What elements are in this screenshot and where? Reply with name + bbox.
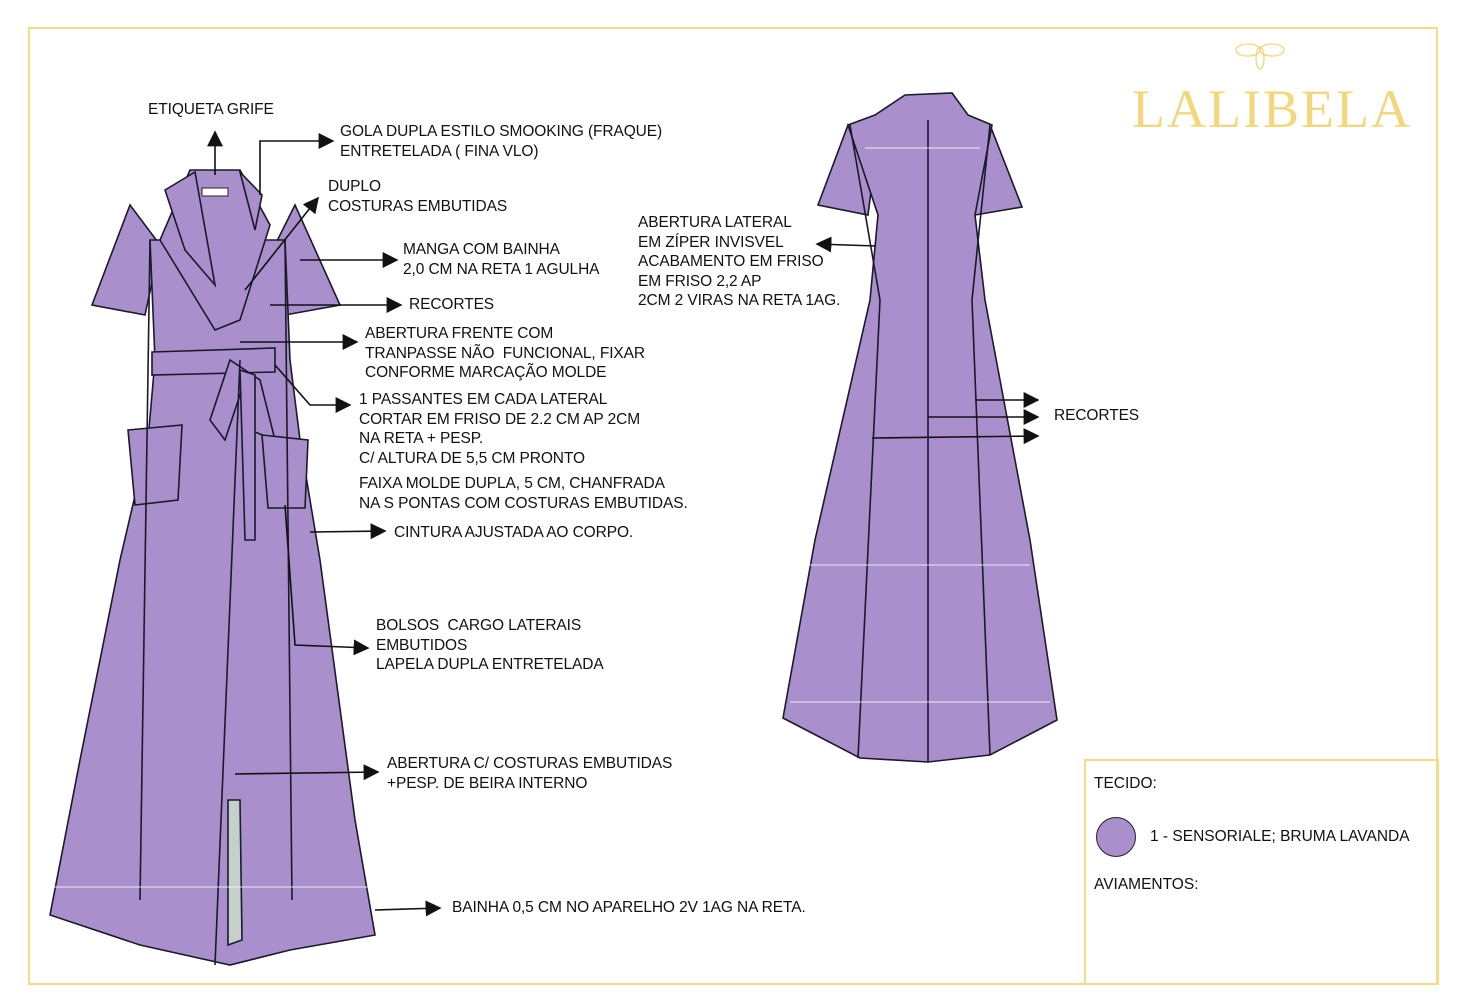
belt-tail <box>239 368 256 541</box>
note-belt: FAIXA MOLDE DUPLA, 5 CM, CHANFRADA NA S P… <box>359 474 688 513</box>
note-line: 2CM 2 VIRAS NA RETA 1AG. <box>638 292 841 309</box>
note-line: C/ ALTURA DE 5,5 CM PRONTO <box>359 449 585 467</box>
front-opening-line <box>214 359 241 966</box>
note-line: BOLSOS CARGO LATERAIS <box>376 617 582 634</box>
note-line: CORTAR EM FRISO DE 2.2 CM AP 2CM <box>359 410 641 428</box>
left-pocket <box>127 424 183 506</box>
note-line: ABERTURA LATERAL <box>638 214 792 231</box>
right-lapel <box>238 169 263 231</box>
belt <box>151 347 276 376</box>
note-sleeve: MANGA COM BAINHA 2,0 CM NA RETA 1 AGULHA <box>403 240 600 279</box>
spec-box: TECIDO: 1 - SENSORIALE; BRUMA LAVANDA AV… <box>1084 759 1439 985</box>
note-line: 2,0 CM NA RETA 1 AGULHA <box>403 260 600 278</box>
note-line: +PESP. DE BEIRA INTERNO <box>387 774 588 792</box>
note-loops: 1 PASSANTES EM CADA LATERAL CORTAR EM FRI… <box>359 390 640 468</box>
fabric-label: TECIDO: <box>1094 775 1157 792</box>
front-dress <box>49 169 376 966</box>
fabric-item: 1 - SENSORIALE; BRUMA LAVANDA <box>1150 828 1410 845</box>
note-line: GOLA DUPLA ESTILO SMOOKING (FRAQUE) <box>340 123 663 140</box>
seam-line <box>284 239 293 901</box>
note-cuts: RECORTES <box>409 296 495 313</box>
callout-arrows <box>207 130 1040 917</box>
sheet-border <box>28 27 1438 985</box>
back-seams <box>849 120 991 762</box>
front-left-sleeve <box>90 203 161 316</box>
note-line: NA RETA + PESP. <box>359 430 484 447</box>
brand-logo: LALIBELA <box>1132 79 1412 139</box>
note-line: DUPLO <box>328 178 381 195</box>
back-dress <box>782 92 1058 763</box>
note-pockets: BOLSOS CARGO LATERAIS EMBUTIDOS LAPELA DUP… <box>376 616 604 675</box>
note-line: COSTURAS EMBUTIDAS <box>328 197 508 215</box>
front-skirt <box>49 239 376 966</box>
note-line: ACABAMENTO EM FRISO <box>638 253 824 270</box>
note-line: FAIXA MOLDE DUPLA, 5 CM, CHANFRADA <box>359 475 665 492</box>
slit-lining <box>227 799 243 947</box>
note-line: NA S PONTAS COM COSTURAS EMBUTIDAS. <box>359 494 688 512</box>
back-body <box>782 92 1058 763</box>
right-pocket <box>261 434 309 509</box>
note-line: ENTRETELADA ( FINA VLO) <box>340 142 539 160</box>
note-line: LAPELA DUPLA ENTRETELADA <box>376 656 604 673</box>
note-hem: BAINHA 0,5 CM NO APARELHO 2V 1AG NA RETA… <box>452 899 806 916</box>
note-collar: GOLA DUPLA ESTILO SMOOKING (FRAQUE) ENTRE… <box>340 122 662 161</box>
note-back-cuts: RECORTES <box>1054 407 1140 424</box>
fold-lines <box>50 147 1050 888</box>
left-lapel <box>164 170 217 288</box>
note-front-opening: ABERTURA FRENTE COM TRANPASSE NÃO FUNCION… <box>365 324 645 383</box>
note-line: EM ZÍPER INVISVEL <box>638 233 784 251</box>
label-tag-mark <box>201 187 229 197</box>
note-line: MANGA COM BAINHA <box>403 241 560 258</box>
note-line: CONFORME MARCAÇÃO MOLDE <box>365 364 607 381</box>
bee-icon <box>1233 38 1287 77</box>
note-line: ABERTURA C/ COSTURAS EMBUTIDAS <box>387 755 673 772</box>
note-double: DUPLO COSTURAS EMBUTIDAS <box>328 177 507 216</box>
note-line: TRANPASSE NÃO FUNCIONAL, FIXAR <box>365 344 645 362</box>
seam-line <box>139 239 151 901</box>
note-line: 1 PASSANTES EM CADA LATERAL <box>359 391 608 408</box>
note-label-tag: ETIQUETA GRIFE <box>148 101 274 118</box>
note-slit: ABERTURA C/ COSTURAS EMBUTIDAS +PESP. DE … <box>387 754 672 793</box>
note-line: ABERTURA FRENTE COM <box>365 325 554 342</box>
trims-label: AVIAMENTOS: <box>1094 876 1199 893</box>
note-line: EMBUTIDOS <box>376 636 468 654</box>
note-line: EM FRISO 2,2 AP <box>638 272 762 290</box>
fabric-swatch <box>1096 817 1136 857</box>
note-waist: CINTURA AJUSTADA AO CORPO. <box>394 524 634 541</box>
note-side-opening: ABERTURA LATERAL EM ZÍPER INVISVEL ACABAME… <box>638 213 840 311</box>
